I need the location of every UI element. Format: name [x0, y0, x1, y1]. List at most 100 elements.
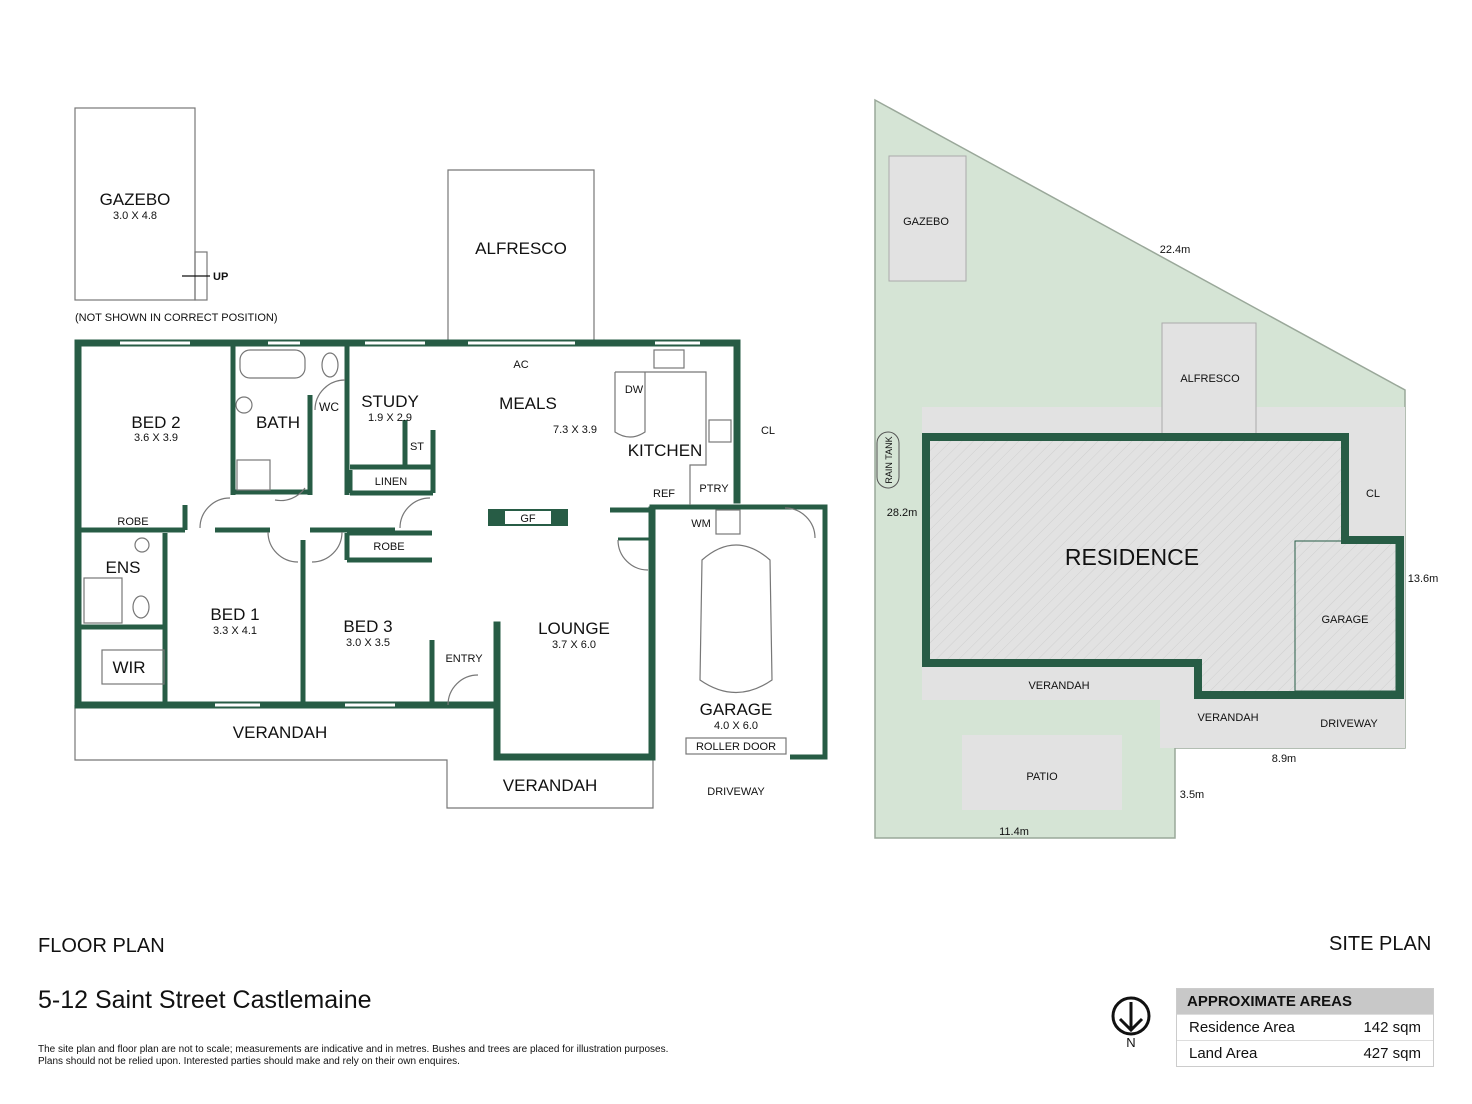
- bed2-label: BED 2: [131, 413, 180, 432]
- floor-plan: GAZEBO 3.0 X 4.8 UP (NOT SHOWN IN CORREC…: [74, 107, 828, 809]
- bathtub-icon: [239, 349, 306, 379]
- table-row: Land Area 427 sqm: [1177, 1040, 1433, 1066]
- washing-machine-icon: [715, 509, 741, 535]
- study-label: STUDY: [361, 392, 419, 411]
- roller-door-label: ROLLER DOOR: [696, 741, 776, 753]
- robe-label: ROBE: [373, 541, 404, 553]
- driveway-label: DRIVEWAY: [707, 786, 765, 798]
- cl-label: CL: [761, 425, 775, 437]
- site-patio: [962, 735, 1122, 810]
- site-garage-label: GARAGE: [1321, 614, 1368, 626]
- site-residence-label: RESIDENCE: [1065, 544, 1199, 570]
- car-icon: [699, 544, 773, 694]
- area-value: 142 sqm: [1363, 1019, 1421, 1036]
- windows: [120, 341, 700, 707]
- ref-label: REF: [653, 488, 675, 500]
- site-cl-label: CL: [1366, 488, 1380, 500]
- island-bench: [614, 372, 646, 438]
- verandah-label: VERANDAH: [503, 776, 597, 795]
- lounge-label: LOUNGE: [538, 619, 610, 638]
- verandah-outline: [74, 705, 654, 809]
- bed1-label: BED 1: [210, 605, 259, 624]
- basin-icon: [235, 396, 253, 414]
- bed1-dims: 3.3 X 4.1: [213, 625, 257, 637]
- alfresco-outline: [447, 169, 595, 340]
- north-label: N: [1126, 1035, 1135, 1050]
- lounge-wall: [493, 506, 656, 761]
- lounge-dims: 3.7 X 6.0: [552, 639, 596, 651]
- interior-walls: [78, 343, 650, 705]
- study-dims: 1.9 X 2.9: [368, 412, 412, 424]
- robe-label: ROBE: [117, 516, 148, 528]
- meals-label: MEALS: [499, 394, 557, 413]
- dimension-label: 28.2m: [887, 507, 918, 519]
- site-driveway-label: DRIVEWAY: [1320, 718, 1378, 730]
- roller-door: [685, 737, 787, 755]
- garage-dims: 4.0 X 6.0: [714, 720, 758, 732]
- toilet-icon: [321, 352, 339, 378]
- table-row: Residence Area 142 sqm: [1177, 1014, 1433, 1040]
- dimension-label: 13.6m: [1408, 573, 1439, 585]
- site-alfresco: [1161, 322, 1257, 436]
- st-label: ST: [410, 441, 424, 453]
- gf-label: GF: [520, 513, 536, 525]
- wc-label: WC: [319, 400, 339, 414]
- ens-label: ENS: [106, 558, 141, 577]
- meals-dims: 7.3 X 3.9: [553, 424, 597, 436]
- ptry-label: PTRY: [699, 483, 729, 495]
- site-verandah-label: VERANDAH: [1197, 712, 1258, 724]
- garage-wall: [610, 504, 828, 760]
- rain-tank-label: RAIN TANK: [884, 436, 894, 483]
- gazebo-label: GAZEBO: [100, 190, 171, 209]
- area-label: Land Area: [1189, 1045, 1258, 1062]
- gas-fire-inner: [505, 511, 551, 524]
- site-residence: [922, 433, 1404, 699]
- dimension-label: 3.5m: [1180, 789, 1204, 801]
- disclaimer: The site plan and floor plan are not to …: [38, 1044, 738, 1068]
- bath-label: BATH: [256, 413, 300, 432]
- garage-label: GARAGE: [700, 700, 773, 719]
- door-swings: [199, 379, 816, 706]
- area-value: 427 sqm: [1363, 1045, 1421, 1062]
- floor-plan-title: FLOOR PLAN: [38, 935, 165, 957]
- site-gazebo-label: GAZEBO: [903, 216, 949, 228]
- verandah-label: VERANDAH: [233, 723, 327, 742]
- entry-label: ENTRY: [445, 653, 483, 665]
- site-verandah-label: VERANDAH: [1028, 680, 1089, 692]
- rain-tank: [876, 431, 900, 489]
- alfresco-label: ALFRESCO: [475, 239, 567, 258]
- area-label: Residence Area: [1189, 1019, 1295, 1036]
- dimension-label: 8.9m: [1272, 753, 1296, 765]
- linen-label: LINEN: [375, 476, 407, 488]
- dimension-label: 22.4m: [1160, 244, 1191, 256]
- site-alfresco-label: ALFRESCO: [1180, 373, 1240, 385]
- dimension-label: 11.4m: [999, 826, 1029, 838]
- shower-icon: [83, 577, 123, 624]
- wir-label: WIR: [112, 658, 145, 677]
- gazebo-outline: [74, 107, 196, 301]
- site-plan: GAZEBO ALFRESCO RAIN TANK RESIDENCE CL G…: [874, 98, 1439, 1050]
- cooktop-icon: [708, 419, 732, 443]
- approximate-areas-table: APPROXIMATE AREAS Residence Area 142 sqm…: [1176, 988, 1434, 1067]
- wir-shelf: [101, 649, 165, 685]
- bed2-dims: 3.6 X 3.9: [134, 432, 178, 444]
- ac-label: AC: [513, 359, 528, 371]
- disclaimer-line: The site plan and floor plan are not to …: [38, 1044, 669, 1055]
- property-address: 5-12 Saint Street Castlemaine: [38, 986, 372, 1014]
- kitchen-label: KITCHEN: [628, 441, 703, 460]
- dw-label: DW: [625, 384, 644, 396]
- site-garage: [1294, 540, 1397, 692]
- kitchen-bench: [615, 371, 707, 505]
- gazebo-note: (NOT SHOWN IN CORRECT POSITION): [75, 312, 278, 324]
- gazebo-up-label: UP: [213, 271, 228, 283]
- site-gazebo: [888, 155, 967, 282]
- shower-icon: [236, 459, 271, 491]
- north-arrow-icon: [1111, 996, 1151, 1036]
- areas-header: APPROXIMATE AREAS: [1177, 989, 1433, 1014]
- gazebo-dims: 3.0 X 4.8: [113, 210, 157, 222]
- disclaimer-line: Plans should not be relied upon. Interes…: [38, 1056, 460, 1067]
- site-patio-label: PATIO: [1026, 771, 1058, 783]
- wm-label: WM: [691, 518, 711, 530]
- sink-icon: [653, 349, 685, 369]
